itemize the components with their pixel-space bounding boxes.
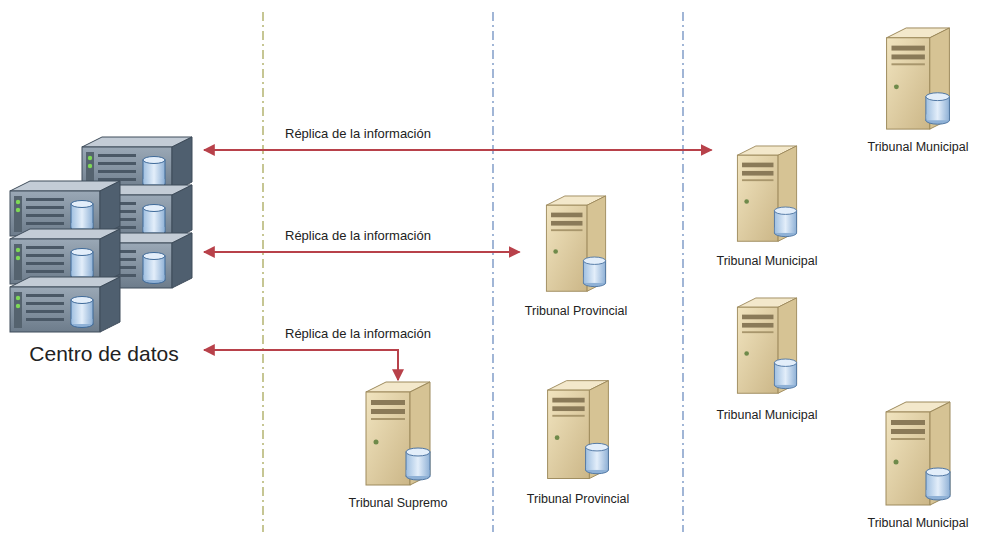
node-label: Tribunal Municipal <box>717 408 818 422</box>
server-icon <box>366 382 430 485</box>
server-node: Tribunal Provincial <box>520 192 633 318</box>
server-icon <box>540 376 616 486</box>
edge-label: Réplica de la información <box>285 228 431 243</box>
replication-arrow <box>204 350 398 380</box>
replication-arrow <box>204 149 712 151</box>
server-icon <box>886 402 950 505</box>
server-icon <box>10 137 192 332</box>
node-label: Tribunal Municipal <box>717 254 818 268</box>
server-icon <box>546 196 605 291</box>
node-label: Tribunal Provincial <box>525 304 627 318</box>
server-icon <box>539 192 613 298</box>
server-node: Tribunal Municipal <box>863 400 974 530</box>
server-node: Tribunal Provincial <box>522 376 635 506</box>
server-icon <box>730 142 804 248</box>
data-center: Centro de datos <box>4 136 204 366</box>
zone-divider <box>262 12 263 532</box>
server-icon <box>737 146 796 241</box>
server-icon <box>737 298 796 393</box>
zone-divider <box>682 12 683 532</box>
server-node: Tribunal Municipal <box>863 26 974 154</box>
zone-divider <box>492 12 493 532</box>
server-icon <box>9 136 199 336</box>
server-node: Tribunal Supremo <box>344 380 453 510</box>
edge-label: Réplica de la información <box>285 126 431 141</box>
node-label: Tribunal Municipal <box>868 516 969 530</box>
server-icon <box>887 28 950 129</box>
node-label: Tribunal Provincial <box>527 492 629 506</box>
node-label: Centro de datos <box>29 342 178 366</box>
node-label: Tribunal Municipal <box>868 140 969 154</box>
server-icon <box>730 292 804 402</box>
replication-arrow <box>204 251 520 253</box>
server-node: Tribunal Municipal <box>712 142 823 268</box>
server-icon <box>548 381 609 479</box>
node-label: Tribunal Supremo <box>349 496 448 510</box>
server-icon <box>878 26 958 134</box>
edge-label: Réplica de la información <box>285 326 431 341</box>
server-icon <box>356 380 440 490</box>
server-node: Tribunal Municipal <box>712 292 823 422</box>
server-icon <box>876 400 960 510</box>
